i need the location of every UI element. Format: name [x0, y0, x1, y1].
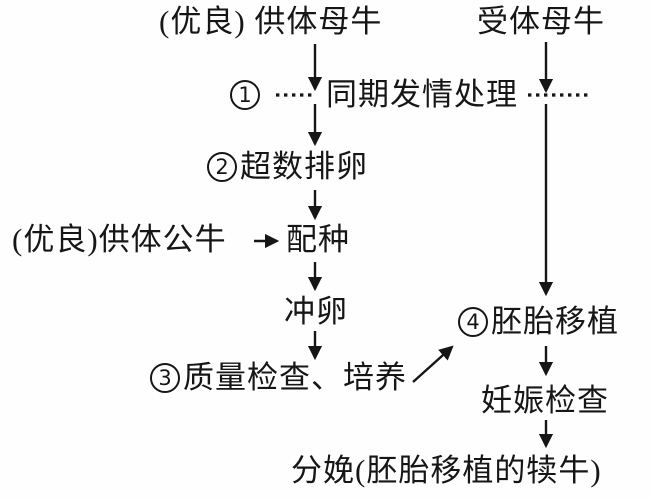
node-superovulation: 2 超数排卵 [207, 150, 368, 184]
quality-check-label: 质量检查、培养 [183, 360, 407, 395]
node-egg-flush: 冲卵 [284, 294, 348, 329]
embryo-transfer-label: 胚胎移植 [491, 304, 619, 339]
step-1-circle-icon: 1 [230, 80, 260, 110]
node-sync-estrus-treatment: 同期发情处理 [326, 77, 518, 112]
node-delivery: 分娩(胚胎移植的犊牛) [291, 453, 602, 488]
node-embryo-transfer: 4 胚胎移植 [458, 305, 619, 339]
node-mating: 配种 [286, 222, 350, 257]
arrow-quality-check-to-embryo-transfer [412, 345, 454, 383]
superovulation-label: 超数排卵 [240, 149, 368, 184]
step-2-circle-icon: 2 [207, 152, 237, 182]
step-4-circle-icon: 4 [458, 307, 488, 337]
step-3-circle-icon: 3 [150, 363, 180, 393]
node-donor-cow: (优良) 供体母牛 [159, 4, 383, 39]
node-donor-bull: (优良)供体公牛 [12, 222, 227, 257]
node-pregnancy-check: 妊娠检查 [481, 383, 609, 418]
node-quality-check-culture: 3 质量检查、培养 [150, 361, 407, 395]
node-recipient-cow: 受体母牛 [477, 4, 605, 39]
